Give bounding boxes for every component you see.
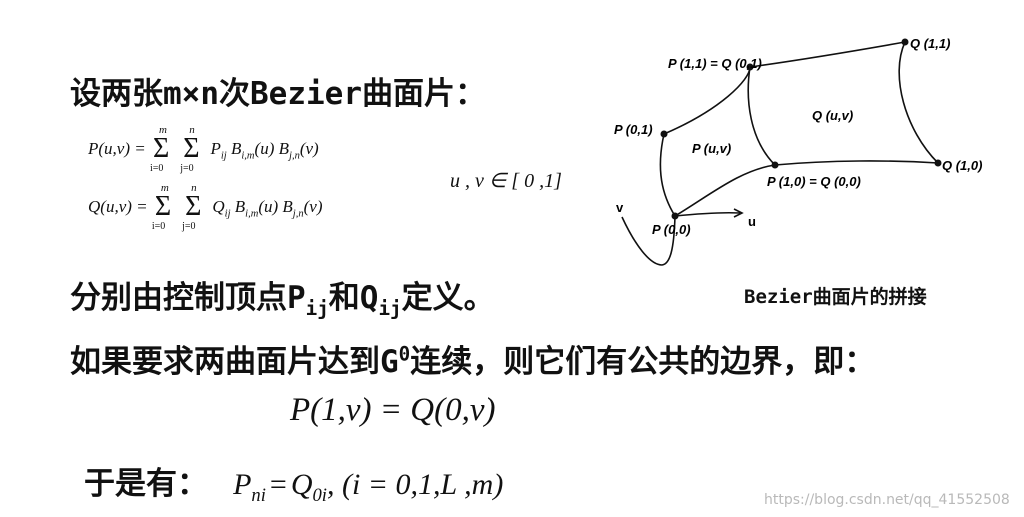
line3-G-sup: 0 <box>398 342 411 366</box>
sum-bottom: j=0 <box>182 221 196 232</box>
sigma-icon: Σ <box>152 133 170 164</box>
continuity-line: 如果要求两曲面片达到G0连续，则它们有公共的边界，即： <box>70 336 875 381</box>
shared-boundary <box>747 66 776 166</box>
sum-top: n <box>189 124 195 136</box>
line3-prefix: 如果要求两曲面片达到 <box>70 344 380 380</box>
p-left-edge <box>659 133 676 217</box>
sum-bottom: i=0 <box>151 221 166 232</box>
heading-text-mid: 次 <box>219 76 250 112</box>
point-p10 <box>771 161 779 169</box>
basis-sub: i,m <box>241 150 255 162</box>
sigma-icon: Σ <box>185 191 202 222</box>
formula-P-sub: ni <box>251 485 266 506</box>
u-axis-arrow <box>733 208 744 218</box>
line2-P: P <box>287 280 306 316</box>
line3-suffix: 连续，则它们有公共的边界，即： <box>410 344 876 380</box>
u-axis-line <box>674 211 741 217</box>
watermark: https://blog.csdn.net/qq_41552508 <box>764 492 1010 508</box>
line4-formula: Pni=Q0i, (i = 0,1,L ,m) <box>233 468 504 506</box>
equation-q-lhs: Q(u,v) = <box>88 196 148 216</box>
term-sub: ij <box>224 208 231 220</box>
line2-suffix: 定义。 <box>401 280 495 316</box>
label-q11: Q (1,1) <box>910 36 950 51</box>
line3-G: G <box>380 344 399 380</box>
sum-top: m <box>160 182 169 194</box>
term: Q <box>212 196 225 216</box>
heading-text: 设两张 <box>70 76 163 112</box>
parameter-domain: u , v ∈ [ 0 ,1] <box>450 170 562 192</box>
label-puv: P (u,v) <box>692 141 731 156</box>
q-top-edge <box>749 41 906 68</box>
label-p11-q01: P (1,1) = Q (0,1) <box>668 56 762 71</box>
point-p01 <box>660 130 668 138</box>
caption-text: 曲面片的拼接 <box>812 286 927 308</box>
p-top-edge <box>663 66 751 135</box>
heading-dims: m×n <box>163 76 219 112</box>
equation-p-lhs: P(u,v) = <box>88 138 146 158</box>
basis-arg: (v) <box>299 138 319 158</box>
boundary-equation: P(1,v) = Q(0,v) <box>290 392 496 428</box>
point-p00 <box>671 212 679 220</box>
heading-text-suffix: 曲面片： <box>361 76 486 112</box>
label-quv: Q (u,v) <box>812 108 853 123</box>
point-p11 <box>746 63 754 71</box>
label-axis-u: u <box>748 214 756 229</box>
formula-tail: , (i = 0,1,L ,m) <box>326 468 504 501</box>
formula-Q: Q <box>290 468 313 501</box>
basis: B <box>278 138 290 158</box>
caption-bezier: Bezier <box>744 286 813 308</box>
q-bottom-edge <box>774 160 939 166</box>
formula-P: P <box>233 468 252 501</box>
formula-eq: = <box>269 468 287 501</box>
q-right-edge <box>898 41 939 164</box>
sum-bottom: j=0 <box>180 163 194 174</box>
basis: B <box>282 196 293 216</box>
term-sub: ij <box>220 150 227 162</box>
basis-arg: (u) <box>254 138 275 158</box>
label-p00: P (0,0) <box>652 222 691 237</box>
sum-top: m <box>158 124 167 136</box>
line4-prefix: 于是有： <box>84 466 208 502</box>
line2-prefix: 分别由控制顶点 <box>70 280 287 316</box>
sum-top: n <box>191 182 197 194</box>
line2-P-sub: ij <box>305 297 329 321</box>
v-axis-curve <box>621 215 676 266</box>
control-vertices-line: 分别由控制顶点Pij和Qij定义。 <box>70 272 495 320</box>
p-bottom-edge <box>674 164 776 217</box>
line2-Q-sub: ij <box>378 297 402 321</box>
label-p01: P (0,1) <box>614 122 653 137</box>
sigma-icon: Σ <box>154 191 172 222</box>
basis: B <box>230 138 242 158</box>
point-q11 <box>901 38 909 46</box>
sum-bottom: i=0 <box>149 163 164 174</box>
formula-Q-sub: 0i <box>312 485 327 506</box>
basis-sub: j,n <box>292 208 304 220</box>
label-q10: Q (1,0) <box>942 158 982 173</box>
basis-arg: (v) <box>303 196 323 216</box>
point-q10 <box>934 159 942 167</box>
basis-sub: i,m <box>245 208 259 220</box>
basis-sub: j,n <box>289 150 300 162</box>
line2-Q: Q <box>359 280 379 316</box>
heading-bezier: Bezier <box>250 76 362 112</box>
term: P <box>210 138 221 158</box>
heading-two-patches: 设两张m×n次Bezier曲面片： <box>70 68 486 113</box>
sigma-icon: Σ <box>183 133 200 164</box>
label-axis-v: v <box>616 200 624 215</box>
basis: B <box>234 196 246 216</box>
diagram-caption: Bezier曲面片的拼接 <box>744 282 927 309</box>
result-line: 于是有： Pni=Q0i, (i = 0,1,L ,m) <box>84 458 503 507</box>
bezier-patch-diagram: Q (1,1) P (1,1) = Q (0,1) P (0,1) P (u,v… <box>614 36 982 266</box>
label-p10-q00: P (1,0) = Q (0,0) <box>767 174 861 189</box>
basis-arg: (u) <box>258 196 279 216</box>
line2-and: 和 <box>328 280 360 316</box>
